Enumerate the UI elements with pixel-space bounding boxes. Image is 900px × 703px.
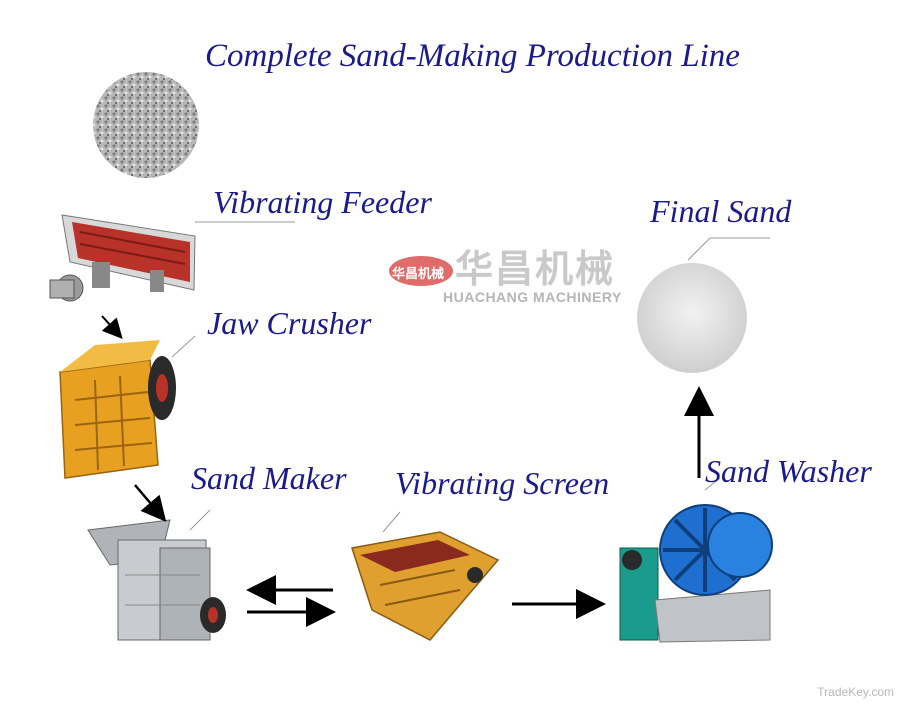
watermark-english: HUACHANG MACHINERY <box>443 289 622 305</box>
final-sand-leader-line <box>687 237 711 261</box>
label-jaw-crusher: Jaw Crusher <box>207 305 372 341</box>
label-sand-washer: Sand Washer <box>705 453 872 489</box>
label-sand-maker: Sand Maker <box>191 460 347 496</box>
raw-stone-pile <box>93 72 199 178</box>
maker-leader-line <box>189 509 211 531</box>
sand-maker-illustration <box>87 519 226 641</box>
vibrating-feeder-illustration <box>49 214 196 302</box>
jaw-crusher-illustration <box>45 340 185 485</box>
final-sand-pile <box>637 263 747 373</box>
label-vibrating-screen: Vibrating Screen <box>395 465 610 501</box>
jaw-leader-line <box>171 335 196 358</box>
arrow-jaw-to-maker <box>134 484 167 522</box>
label-final-sand: Final Sand <box>650 193 792 229</box>
vibrating-screen-illustration <box>351 531 500 641</box>
label-vibrating-feeder: Vibrating Feeder <box>213 184 432 220</box>
sand-washer-illustration <box>619 504 773 643</box>
screen-leader-line <box>382 511 401 533</box>
source-credit: TradeKey.com <box>817 685 894 699</box>
diagram-title: Complete Sand-Making Production Line <box>205 38 740 74</box>
watermark-chinese: 华昌机械 <box>455 247 616 291</box>
washer-leader-line <box>704 477 721 491</box>
watermark-badge <box>389 256 453 286</box>
arrow-feeder-to-jaw <box>101 315 123 339</box>
watermark-badge-text: 华昌机械 <box>392 267 445 282</box>
